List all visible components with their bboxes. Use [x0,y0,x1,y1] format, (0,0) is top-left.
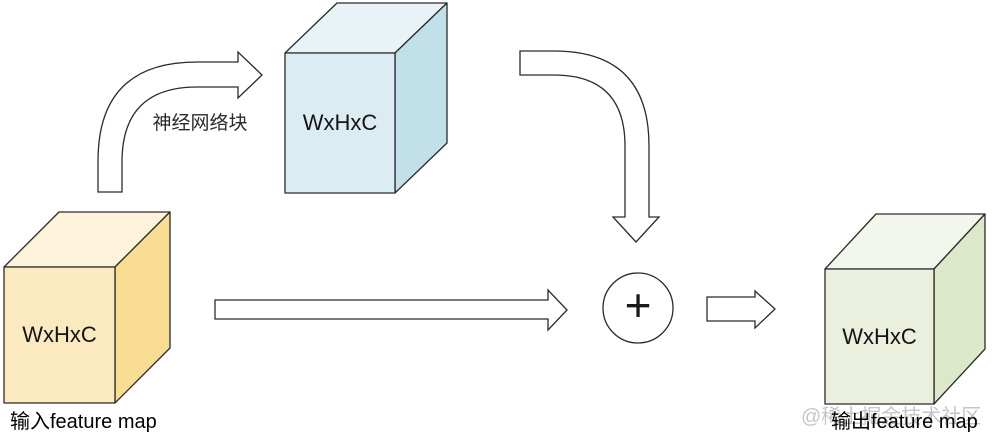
output-cube-caption: 输出feature map [831,411,978,433]
add-circle [602,272,674,344]
block-output-curved-arrow [519,50,661,243]
plus-icon: + [624,279,652,331]
output-cube-front-face [824,268,935,405]
block-cube-front-face [284,52,396,194]
output-arrow [706,289,776,330]
input-cube [3,211,171,404]
output-cube [824,213,986,405]
neural-block-curved-arrow [97,50,263,193]
neural-block-arrow-label: 神经网络块 [152,113,248,134]
input-cube-front-face [3,266,116,404]
watermark-text: @稀土掘金技术社区 [801,406,982,428]
input-cube-caption: 输入feature map [10,411,157,433]
block-cube [284,2,448,194]
identity-skip-arrow [214,288,568,332]
